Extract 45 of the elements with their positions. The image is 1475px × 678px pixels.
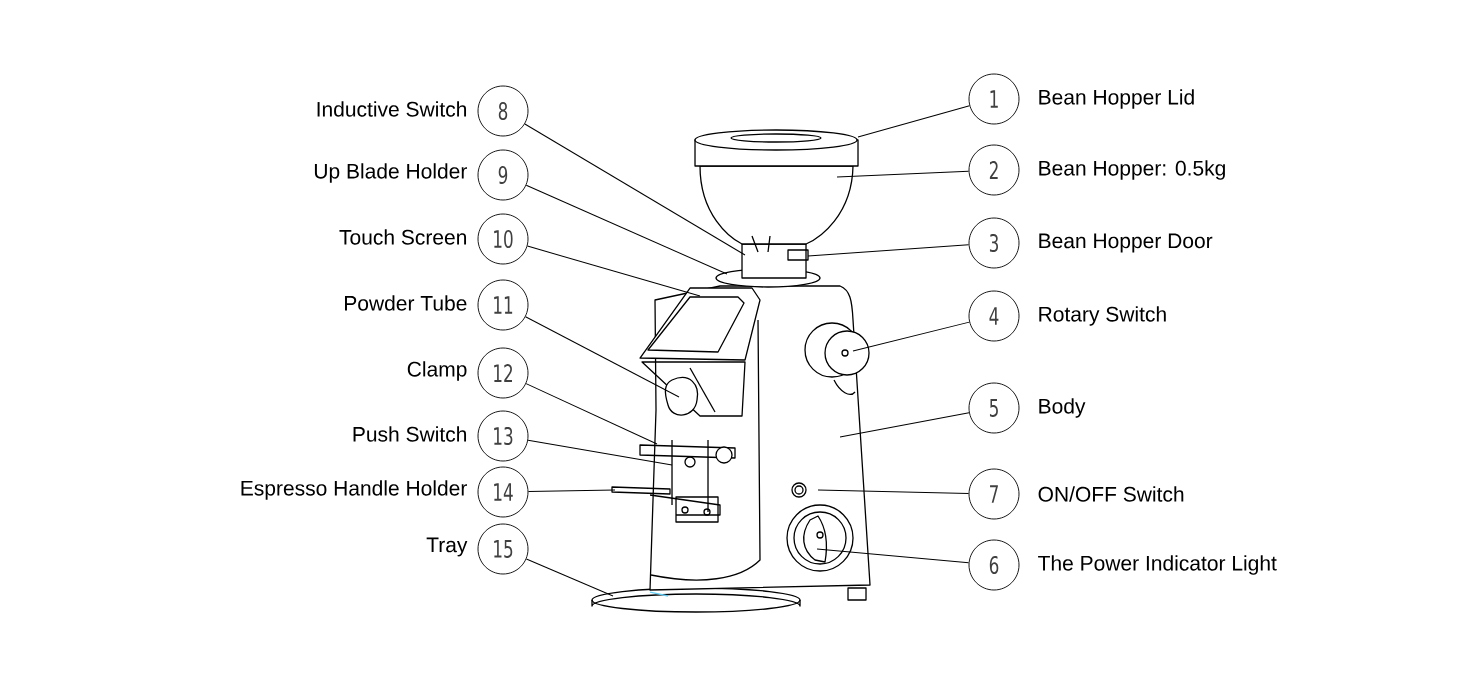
part-label: Bean Hopper Lid bbox=[1039, 89, 1194, 109]
callout-number: 2 bbox=[968, 144, 1020, 196]
part-label: Touch Screen bbox=[339, 229, 466, 245]
part-label: Up Blade Holder bbox=[314, 163, 467, 183]
leader-line bbox=[524, 123, 746, 256]
callout-number: 12 bbox=[477, 347, 529, 399]
callout-number: 8 bbox=[477, 85, 529, 137]
callout-number: 3 bbox=[968, 217, 1020, 269]
leader-line bbox=[525, 184, 728, 275]
part-label: Tray bbox=[426, 537, 468, 557]
leader-line bbox=[857, 105, 970, 138]
leader-line bbox=[527, 439, 673, 466]
leader-line bbox=[852, 321, 970, 352]
callout-number: 5 bbox=[968, 382, 1020, 434]
callout-number: 10 bbox=[477, 213, 529, 265]
leader-line bbox=[526, 245, 701, 297]
part-label: Inductive Switch bbox=[317, 101, 466, 117]
callout-number: 1 bbox=[968, 73, 1020, 125]
part-label: ON/OFF Switch bbox=[1038, 486, 1184, 502]
leader-line bbox=[525, 316, 680, 398]
leader-line bbox=[816, 548, 970, 564]
leader-line bbox=[525, 383, 658, 445]
callout-number: 9 bbox=[477, 149, 529, 201]
leader-line bbox=[817, 489, 970, 494]
part-label: The Power Indicator Light bbox=[1038, 555, 1277, 575]
part-label: Rotary Switch bbox=[1039, 306, 1166, 326]
callout-number: 15 bbox=[477, 523, 529, 575]
leader-line bbox=[807, 244, 970, 257]
part-label: Body bbox=[1039, 398, 1086, 418]
leader-line bbox=[525, 558, 614, 597]
leader-line bbox=[839, 412, 970, 438]
callout-number: 14 bbox=[477, 466, 529, 518]
callout-number: 7 bbox=[968, 468, 1020, 520]
leader-line bbox=[836, 170, 970, 178]
leader-line bbox=[527, 489, 616, 493]
callout-number: 4 bbox=[968, 290, 1020, 342]
part-label: Bean Hopper Door bbox=[1039, 233, 1213, 253]
callout-number: 11 bbox=[477, 279, 529, 331]
part-label: Push Switch bbox=[353, 426, 466, 442]
callout-number: 13 bbox=[477, 410, 529, 462]
part-label: Powder Tube bbox=[345, 295, 467, 311]
part-label: Bean Hopper: 0.5kg bbox=[1039, 160, 1225, 180]
part-label: Espresso Handle Holder bbox=[241, 480, 467, 500]
callout-number: 6 bbox=[968, 539, 1020, 591]
part-label: Clamp bbox=[407, 361, 467, 381]
